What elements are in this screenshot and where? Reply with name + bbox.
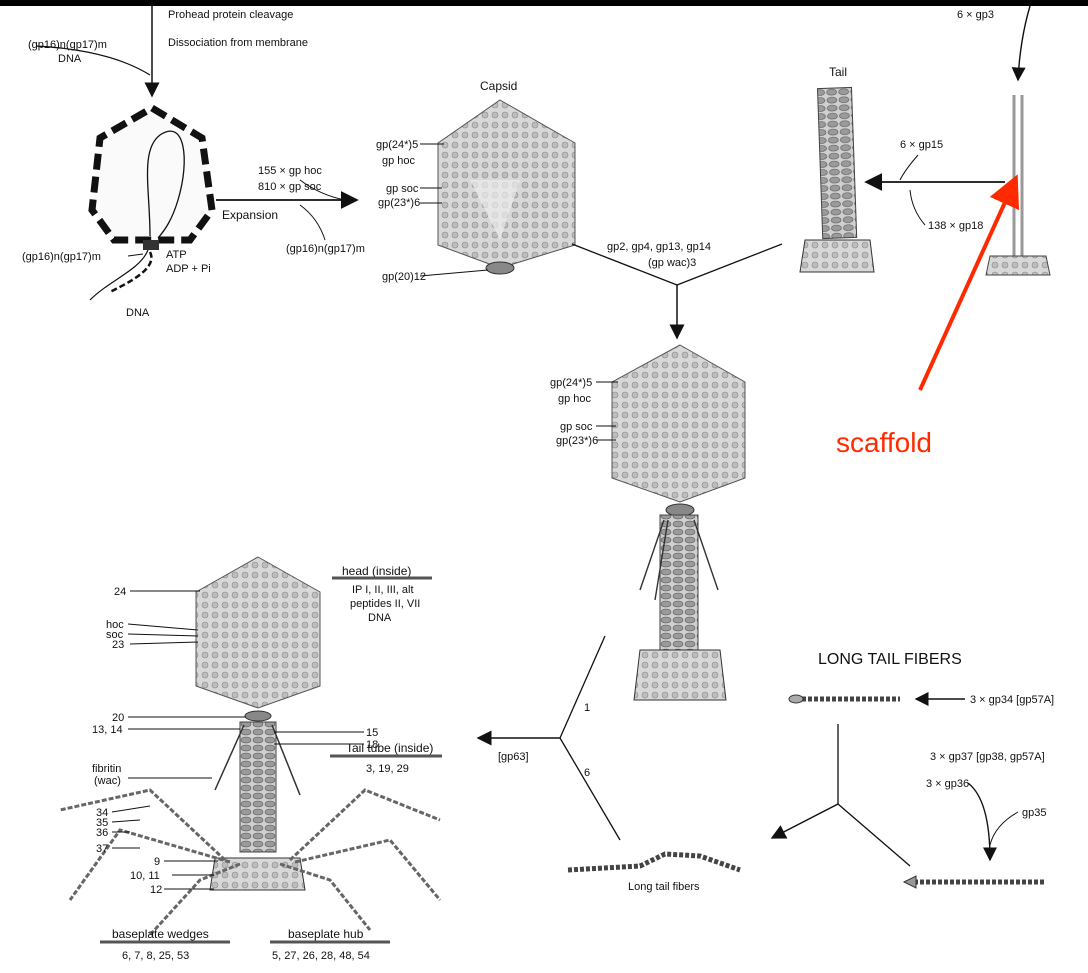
head-label-gp24: gp(24*)5 — [550, 377, 592, 389]
lbl-fibritin: fibritin — [92, 763, 121, 775]
tail-title: Tail — [829, 65, 847, 79]
tail-tube-contents: 3, 19, 29 — [366, 763, 409, 775]
capsid-label-gp23: gp(23*)6 — [378, 197, 420, 209]
head-content-2: peptides II, VII — [350, 598, 420, 610]
junction-proteins: gp2, gp4, gp13, gp14 — [607, 241, 711, 253]
hub-title: baseplate hub — [288, 927, 364, 941]
gp63-label: [gp63] — [498, 751, 529, 763]
lbl-12: 12 — [150, 884, 162, 896]
capsid-label-gp24: gp(24*)5 — [376, 139, 418, 151]
tail-tube-title: Tail tube (inside) — [346, 741, 433, 755]
lbl-15: 15 — [366, 727, 378, 739]
lbl-23: 23 — [112, 639, 124, 651]
fiber-half-distal — [904, 876, 1045, 888]
capsid-drawing — [438, 100, 575, 274]
junction-wac: (gp wac)3 — [648, 257, 696, 269]
step-cleavage: Prohead protein cleavage — [168, 9, 293, 21]
capsid-label-gp20: gp(20)12 — [382, 271, 426, 283]
head-label-soc: gp soc — [560, 421, 593, 433]
wedges-list: 6, 7, 8, 25, 53 — [122, 950, 189, 962]
step-dissociation: Dissociation from membrane — [168, 37, 308, 49]
dna-label-prohead: DNA — [126, 307, 150, 319]
complex-label-top: (gp16)n(gp17)m — [28, 39, 107, 51]
head-label-gp23: gp(23*)6 — [556, 435, 598, 447]
scaffold-arrow — [920, 178, 1016, 390]
lbl-13-14: 13, 14 — [92, 724, 123, 736]
ltf-title: LONG TAIL FIBERS — [818, 651, 962, 668]
gp18-label: 138 × gp18 — [928, 220, 983, 232]
gp36-label: 3 × gp36 — [926, 778, 969, 790]
head-label-hoc: gp hoc — [558, 393, 592, 405]
ltf-final-label: Long tail fibers — [628, 881, 700, 893]
hoc-count: 155 × gp hoc — [258, 165, 322, 177]
gp35-label: gp35 — [1022, 807, 1046, 819]
atp-label: ATP — [166, 249, 187, 261]
fiber-half-proximal — [789, 695, 900, 703]
prohead — [92, 108, 212, 250]
lbl-24: 24 — [114, 586, 126, 598]
gp3-label: 6 × gp3 — [957, 9, 994, 21]
capsid-label-hoc: gp hoc — [382, 155, 416, 167]
head-inside-title: head (inside) — [342, 564, 411, 578]
assembly-six: 6 — [584, 767, 590, 779]
lbl-20: 20 — [112, 712, 124, 724]
assembly-one: 1 — [584, 702, 590, 714]
lbl-36: 36 — [96, 827, 108, 839]
lbl-9: 9 — [154, 856, 160, 868]
released-complex: (gp16)n(gp17)m — [286, 243, 365, 255]
tail-drawing — [800, 87, 874, 272]
capsid-label-soc: gp soc — [386, 183, 419, 195]
tail-tube-core — [986, 95, 1050, 275]
wedges-title: baseplate wedges — [112, 927, 209, 941]
lbl-37: 37 — [96, 843, 108, 855]
scaffold-label: scaffold — [836, 427, 932, 458]
gp15-label: 6 × gp15 — [900, 139, 943, 151]
head-content-3: DNA — [368, 612, 392, 624]
long-tail-fiber — [568, 854, 740, 870]
soc-count: 810 × gp soc — [258, 181, 322, 193]
capsid-title: Capsid — [480, 79, 517, 93]
dna-label-top: DNA — [58, 53, 82, 65]
gp37-label: 3 × gp37 [gp38, gp57A] — [930, 751, 1045, 763]
gp34-label: 3 × gp34 [gp57A] — [970, 694, 1054, 706]
top-border — [0, 0, 1088, 6]
lbl-wac: (wac) — [94, 775, 121, 787]
lbl-18: 18 — [366, 739, 378, 751]
head-content-1: IP I, II, III, alt — [352, 584, 414, 596]
expansion-label: Expansion — [222, 208, 278, 222]
complex-label-prohead: (gp16)n(gp17)m — [22, 251, 101, 263]
phage-without-fibers — [612, 345, 745, 700]
hub-list: 5, 27, 26, 28, 48, 54 — [272, 950, 370, 962]
adp-label: ADP + Pi — [166, 263, 211, 275]
lbl-10-11: 10, 11 — [130, 870, 160, 882]
